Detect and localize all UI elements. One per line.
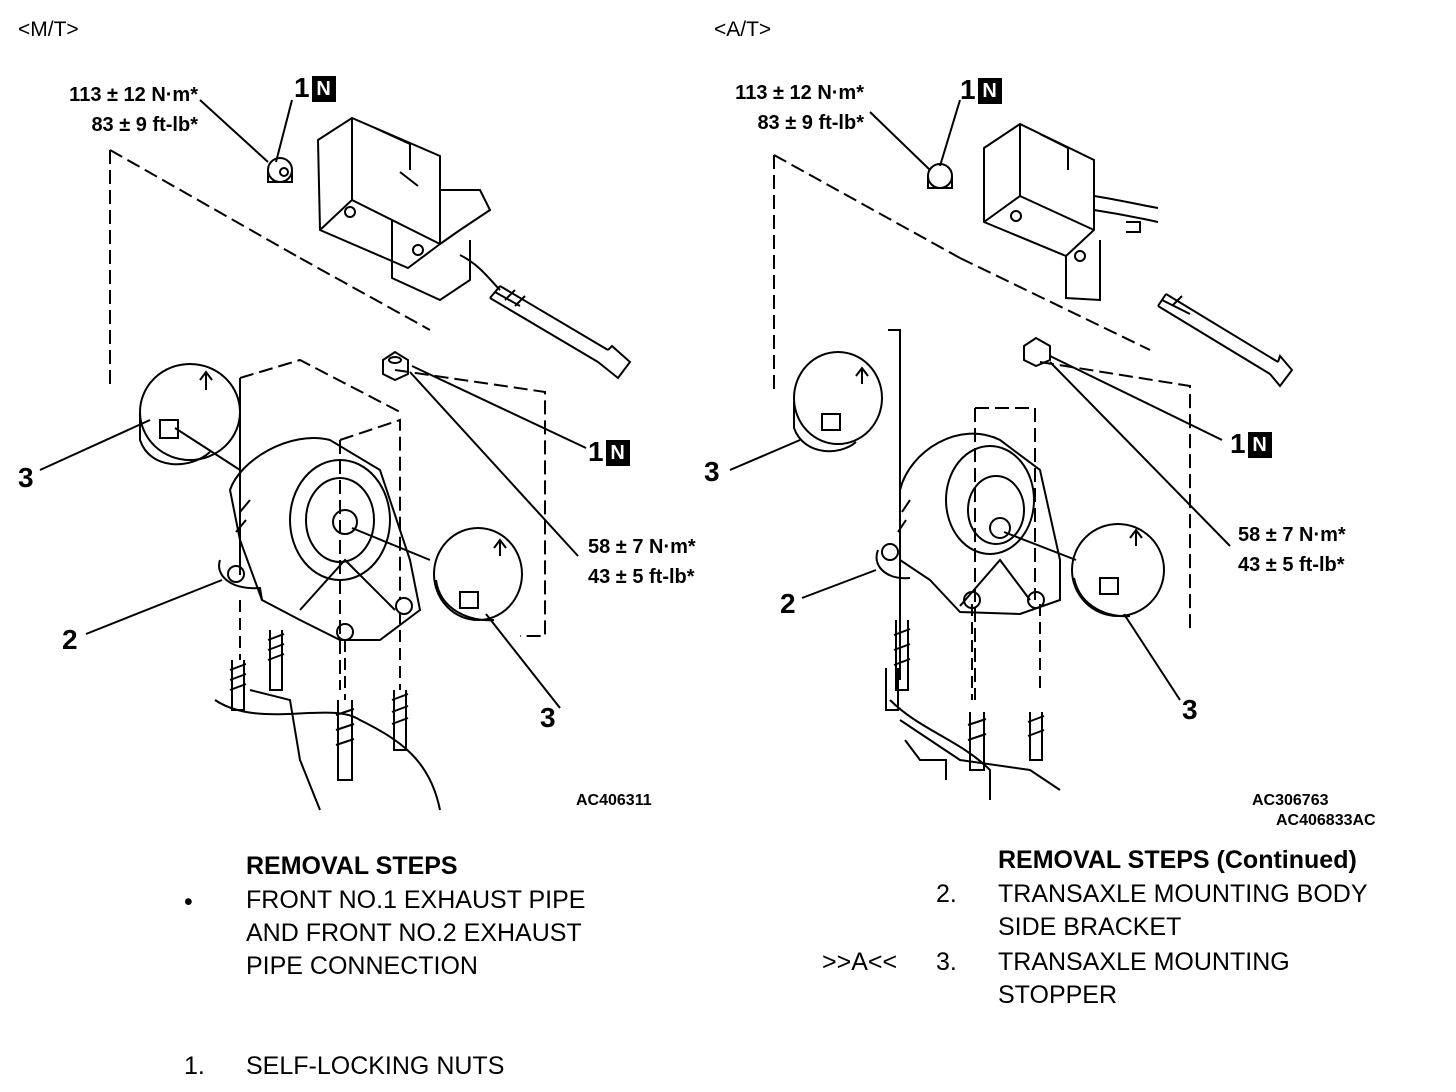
mt-bolt-torque-nm: 58 ± 7 N·m*: [588, 536, 696, 558]
mt-figure-code: AC406311: [576, 792, 652, 809]
mt-header: <M/T>: [18, 18, 79, 41]
mt-nut-torque-spec: 113 ± 12 N·m* 83 ± 9 ft-lb*: [20, 80, 198, 140]
at-bolt-torque-ftlb: 43 ± 5 ft-lb*: [1238, 554, 1345, 576]
at-callout-2: 2: [780, 588, 796, 619]
removal-steps-continued-title: REMOVAL STEPS (Continued): [998, 846, 1357, 874]
mt-self-locking-nut-upper: [267, 157, 293, 183]
at-self-locking-nut-lower: [1023, 336, 1051, 368]
mt-upper-bracket: [316, 116, 501, 302]
at-transaxle-mount: [875, 432, 1061, 616]
mt-self-locking-nut-lower: [382, 350, 409, 382]
step-1-text: SELF-LOCKING NUTS: [246, 1052, 505, 1080]
at-self-locking-nut-upper: [927, 163, 953, 189]
mt-callout-2: 2: [62, 624, 78, 655]
step-3-reference: >>A<<: [822, 948, 898, 976]
at-callout-3-left: 3: [704, 456, 720, 487]
removal-steps-title: REMOVAL STEPS: [246, 852, 458, 880]
at-nut-torque-ftlb: 83 ± 9 ft-lb*: [757, 112, 864, 134]
at-bolt-torque-spec: 58 ± 7 N·m* 43 ± 5 ft-lb*: [1238, 520, 1346, 580]
mt-callout-3-right: 3: [540, 702, 556, 733]
step-2-number: 2.: [936, 880, 957, 908]
at-callout-3-right: 3: [1182, 694, 1198, 725]
at-stopper-lower: [1071, 523, 1165, 618]
step-3-text: TRANSAXLE MOUNTING STOPPER: [998, 948, 1290, 1009]
new-part-badge: N: [977, 78, 1002, 104]
at-nut-torque-spec: 113 ± 12 N·m* 83 ± 9 ft-lb*: [686, 78, 864, 138]
at-through-bolt: [1157, 293, 1294, 388]
mt-bolt-torque-spec: 58 ± 7 N·m* 43 ± 5 ft-lb*: [588, 532, 696, 592]
mt-nut-torque-ftlb: 83 ± 9 ft-lb*: [91, 114, 198, 136]
at-upper-bracket: [983, 122, 1159, 302]
new-part-badge: N: [605, 440, 630, 466]
new-part-badge: N: [1247, 432, 1272, 458]
mt-nut-torque-nm: 113 ± 12 N·m*: [69, 84, 198, 106]
exhaust-pipe-step: FRONT NO.1 EXHAUST PIPE AND FRONT NO.2 E…: [246, 886, 586, 980]
bullet-marker: •: [184, 888, 193, 916]
mt-callout-3-left: 3: [18, 462, 34, 493]
new-part-badge: N: [311, 76, 336, 102]
mt-through-bolt: [489, 285, 632, 380]
mt-stopper-upper: [139, 363, 241, 466]
at-figure-code-a: AC306763: [1252, 792, 1329, 809]
mt-bolt-torque-ftlb: 43 ± 5 ft-lb*: [588, 566, 695, 588]
at-bolt-torque-nm: 58 ± 7 N·m*: [1238, 524, 1346, 546]
step-3-number: 3.: [936, 948, 957, 976]
at-figure-code-b: AC406833AC: [1276, 812, 1376, 829]
at-header: <A/T>: [714, 18, 772, 41]
at-nut-torque-nm: 113 ± 12 N·m*: [735, 82, 864, 104]
step-1-number: 1.: [184, 1052, 205, 1080]
mt-studs: [214, 600, 441, 811]
mt-transaxle-mount: [218, 437, 422, 641]
mt-stopper-lower: [433, 527, 523, 622]
at-studs: [885, 604, 1061, 800]
at-stopper-upper: [793, 351, 883, 453]
step-2-text: TRANSAXLE MOUNTING BODY SIDE BRACKET: [998, 880, 1368, 941]
